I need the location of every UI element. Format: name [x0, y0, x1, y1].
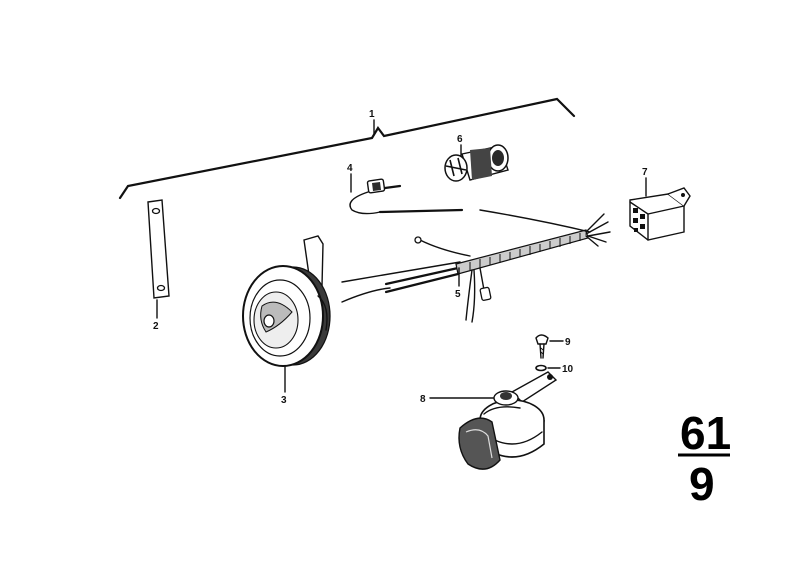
callout-5: 5: [455, 289, 461, 300]
callout-2: 2: [153, 321, 159, 332]
socket-plug: [444, 144, 509, 182]
washer: [535, 364, 547, 372]
callout-9: 9: [565, 337, 571, 348]
callout-1: 1: [369, 109, 375, 120]
callout-3: 3: [281, 395, 287, 406]
callout-8: 8: [420, 394, 426, 405]
horn-disc: [242, 235, 331, 367]
group-number: 61 9: [678, 407, 731, 510]
connector-lead: [349, 178, 464, 215]
group-sub-number: 9: [689, 458, 715, 510]
kit-bracket: [118, 97, 576, 200]
relay: [629, 187, 691, 241]
callout-7: 7: [642, 167, 648, 178]
group-main-number: 61: [680, 407, 731, 459]
callout-4: 4: [347, 163, 353, 174]
mounting-strap: [147, 199, 170, 299]
callout-6: 6: [457, 134, 463, 145]
screw: [535, 334, 549, 359]
wiring-harness: [341, 209, 611, 323]
callout-10: 10: [562, 364, 574, 375]
compact-horn: [458, 371, 558, 470]
